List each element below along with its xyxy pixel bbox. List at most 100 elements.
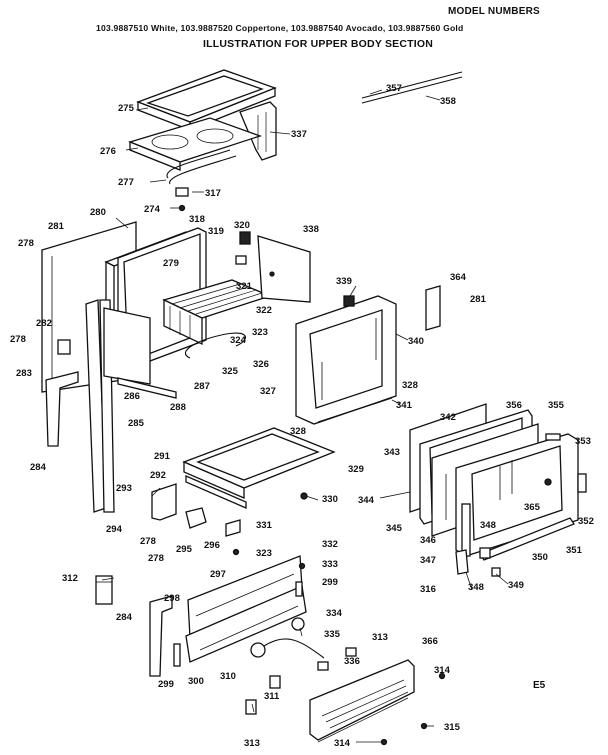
callout-312: 312 [62,573,78,584]
inner-tray-276 [128,117,263,171]
callout-281: 281 [48,221,65,232]
callout-342: 342 [440,412,456,423]
callout-277: 277 [118,177,134,188]
callout-338: 338 [303,224,319,235]
callout-319: 319 [208,226,224,237]
callout-324: 324 [230,335,247,346]
model-numbers-list: 103.9887510 White, 103.9887520 Copperton… [96,23,464,33]
lower-trim-284 [149,595,181,677]
back-panel-338 [257,235,311,303]
callout-340: 340 [408,336,424,347]
callout-325: 325 [222,366,239,377]
callout-343: 343 [384,447,400,458]
front-panel-366 [309,659,415,743]
outer-door-351 [455,433,587,557]
hinge-parts-293 [151,483,308,556]
callout-326: 326 [253,359,269,370]
callout-279: 279 [163,258,179,269]
control-panel-332 [185,555,307,663]
callout-344: 344 [358,495,375,506]
callout-323b: 323 [256,548,272,559]
callout-364: 364 [450,272,467,283]
callout-284b: 284 [116,612,133,623]
left-trim-parts [45,299,151,513]
callout-291: 291 [154,451,171,462]
callout-328b: 328 [290,426,306,437]
callout-351: 351 [566,545,583,556]
callout-358: 358 [440,96,456,107]
callout-328: 328 [402,380,418,391]
rod-357 [361,71,463,104]
callout-278c: 278 [140,536,156,547]
callout-353: 353 [575,436,591,447]
callout-336: 336 [344,656,360,667]
window-frame-291 [182,427,336,509]
callout-348b: 348 [468,582,484,593]
bracket-317 [175,187,189,212]
callout-313: 313 [372,632,388,643]
callout-327: 327 [260,386,276,397]
callout-356: 356 [506,400,522,411]
callout-348: 348 [480,520,496,531]
callout-310: 310 [220,671,236,682]
leader-lines [101,89,509,743]
callout-323: 323 [252,327,268,338]
callout-280: 280 [90,207,106,218]
callout-293: 293 [116,483,132,494]
callout-331: 331 [256,520,273,531]
door-frame-327 [295,295,397,425]
callout-274: 274 [144,204,161,215]
duct-337 [239,101,277,161]
bake-element-324 [184,332,246,359]
diagram-title: ILLUSTRATION FOR UPPER BODY SECTION [203,38,434,50]
callout-315: 315 [444,722,461,733]
callout-357: 357 [386,83,402,94]
callout-275: 275 [118,103,135,114]
callout-332: 332 [322,539,338,550]
callout-299b: 299 [158,679,174,690]
callout-294: 294 [106,524,123,535]
hinge-339 [343,285,441,331]
callout-365: 365 [524,502,541,513]
callout-329: 329 [348,464,364,475]
callout-333: 333 [322,559,338,570]
callout-286: 286 [124,391,140,402]
part-drawings [41,69,587,746]
callout-345: 345 [386,523,403,534]
callout-295: 295 [176,544,193,555]
callout-339: 339 [336,276,352,287]
callout-287: 287 [194,381,210,392]
callout-296: 296 [204,540,220,551]
callout-317: 317 [205,188,221,199]
callout-350: 350 [532,552,548,563]
callout-366: 366 [422,636,438,647]
callout-299: 299 [322,577,338,588]
callout-284: 284 [30,462,47,473]
callout-346: 346 [420,535,436,546]
callout-313b: 313 [244,738,260,749]
callout-288: 288 [170,402,186,413]
hinge-arms-347 [455,547,501,577]
callout-311: 311 [264,691,280,702]
page-code: E5 [533,680,546,691]
callout-352: 352 [578,516,594,527]
callout-318: 318 [189,214,205,225]
callout-300: 300 [188,676,204,687]
callout-276: 276 [100,146,116,157]
callout-292: 292 [150,470,166,481]
callout-283: 283 [16,368,32,379]
callout-298: 298 [164,593,180,604]
callout-297: 297 [210,569,226,580]
callout-282: 282 [36,318,52,329]
callout-281b: 281 [470,294,487,305]
callout-285: 285 [128,418,145,429]
callout-316: 316 [420,584,436,595]
callout-330: 330 [322,494,338,505]
callout-341: 341 [396,400,413,411]
rod-341 [317,397,393,423]
callout-347: 347 [420,555,436,566]
element-277 [166,149,237,185]
callout-355: 355 [548,400,565,411]
callout-337: 337 [291,129,307,140]
